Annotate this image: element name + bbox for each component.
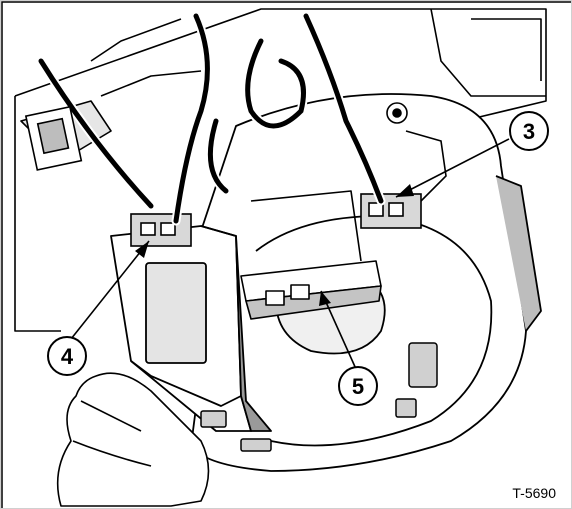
figure-code: T-5690 bbox=[512, 485, 556, 501]
switch-unit-left bbox=[110, 225, 272, 432]
connector-3 bbox=[360, 102, 447, 229]
callout-5-label: 5 bbox=[352, 374, 364, 399]
callout-3: 3 bbox=[509, 111, 549, 151]
leader-4 bbox=[70, 240, 150, 340]
callout-3-label: 3 bbox=[523, 119, 535, 144]
callout-4-label: 4 bbox=[61, 344, 74, 369]
arrowhead-3 bbox=[396, 184, 414, 197]
callout-4: 4 bbox=[47, 336, 87, 376]
leader-3 bbox=[395, 138, 510, 198]
cover-clips bbox=[200, 342, 438, 452]
carrier-5 bbox=[240, 190, 382, 320]
arrowhead-4 bbox=[135, 241, 149, 258]
callout-arrowheads bbox=[135, 184, 414, 306]
connector-4 bbox=[130, 213, 192, 247]
arrowhead-5 bbox=[319, 291, 331, 306]
plug-left bbox=[24, 105, 83, 171]
wiring-harness bbox=[36, 11, 386, 226]
callout-5: 5 bbox=[338, 366, 378, 406]
hand bbox=[56, 372, 210, 507]
